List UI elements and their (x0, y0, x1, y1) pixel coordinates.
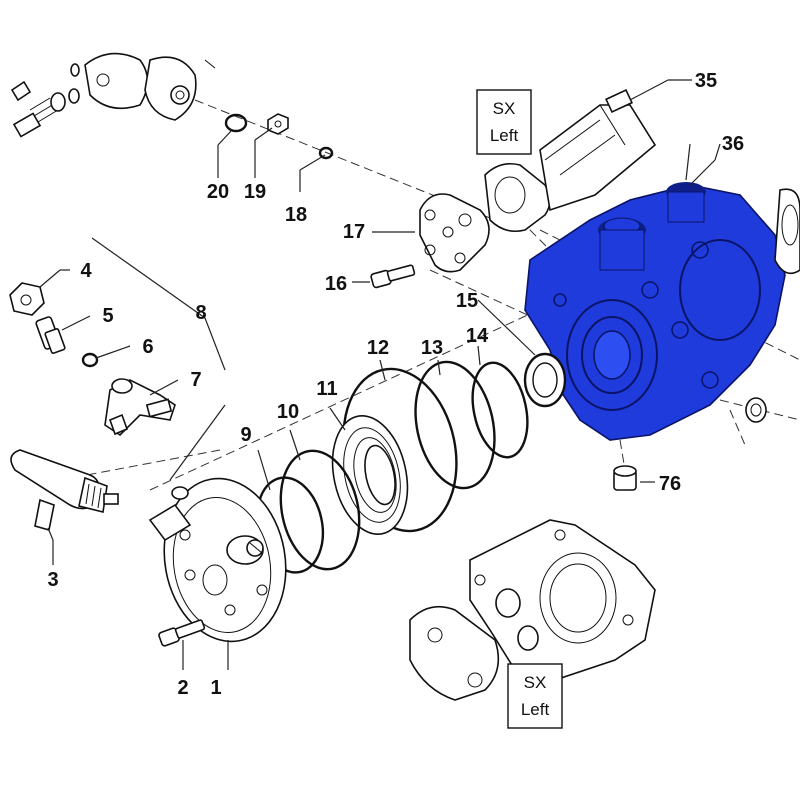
side-label-top-line1: SX (493, 99, 516, 118)
callout-6: 6 (142, 336, 153, 358)
side-label-bottom: SX Left (507, 663, 563, 729)
part-20-oring (224, 113, 248, 133)
callout-36: 36 (722, 133, 744, 155)
callout-1: 1 (210, 677, 221, 699)
callouts: 1 2 3 4 5 6 7 8 9 10 11 12 13 14 15 16 1… (47, 70, 744, 699)
callout-14: 14 (466, 325, 489, 347)
side-label-bottom-line1: SX (524, 673, 547, 692)
callout-8: 8 (195, 302, 206, 324)
part-76-plug (613, 465, 637, 491)
callout-4: 4 (80, 260, 92, 282)
part-11-bearing (331, 415, 409, 535)
callout-2: 2 (177, 677, 188, 699)
top-left-fittings (10, 52, 216, 138)
bottom-gasket-plate (409, 519, 656, 701)
bushing-right (745, 397, 767, 423)
callout-19: 19 (244, 181, 266, 203)
callout-9: 9 (240, 424, 251, 446)
top-left-side-assembly (484, 88, 657, 233)
callout-5: 5 (102, 305, 113, 327)
part-6-oring (81, 352, 99, 368)
right-edge-part (774, 188, 800, 275)
part-4-nut (9, 282, 45, 316)
part-10-ring (279, 449, 361, 571)
part-15-seal (523, 352, 567, 408)
callout-76: 76 (659, 473, 681, 495)
callout-7: 7 (190, 369, 201, 391)
part-36-pump-head-highlighted (524, 182, 786, 441)
side-label-top-line2: Left (490, 126, 519, 145)
part-16-screw (370, 264, 416, 289)
part-19-nut (267, 113, 289, 135)
callout-18: 18 (285, 204, 307, 226)
callout-17: 17 (343, 221, 365, 243)
side-label-bottom-line2: Left (521, 700, 550, 719)
part-7-elbow (104, 378, 176, 437)
part-2-bolt (158, 619, 206, 647)
callout-3: 3 (47, 569, 58, 591)
callout-13: 13 (421, 337, 443, 359)
callout-10: 10 (277, 401, 299, 423)
part-1-end-cover (148, 477, 287, 643)
part-3-valve (10, 449, 119, 532)
part-14-ring (471, 361, 529, 459)
callout-15: 15 (456, 290, 478, 312)
callout-12: 12 (367, 337, 389, 359)
leader-lines (39, 79, 721, 670)
part-18-washer (318, 146, 334, 160)
side-label-top: SX Left (476, 89, 532, 155)
callout-11: 11 (316, 378, 337, 400)
part-13-ring (414, 360, 496, 490)
callout-35: 35 (695, 70, 717, 92)
callout-16: 16 (325, 273, 347, 295)
part-5-nipple (35, 316, 66, 354)
part-17-bracket (419, 193, 490, 273)
callout-20: 20 (207, 181, 229, 203)
